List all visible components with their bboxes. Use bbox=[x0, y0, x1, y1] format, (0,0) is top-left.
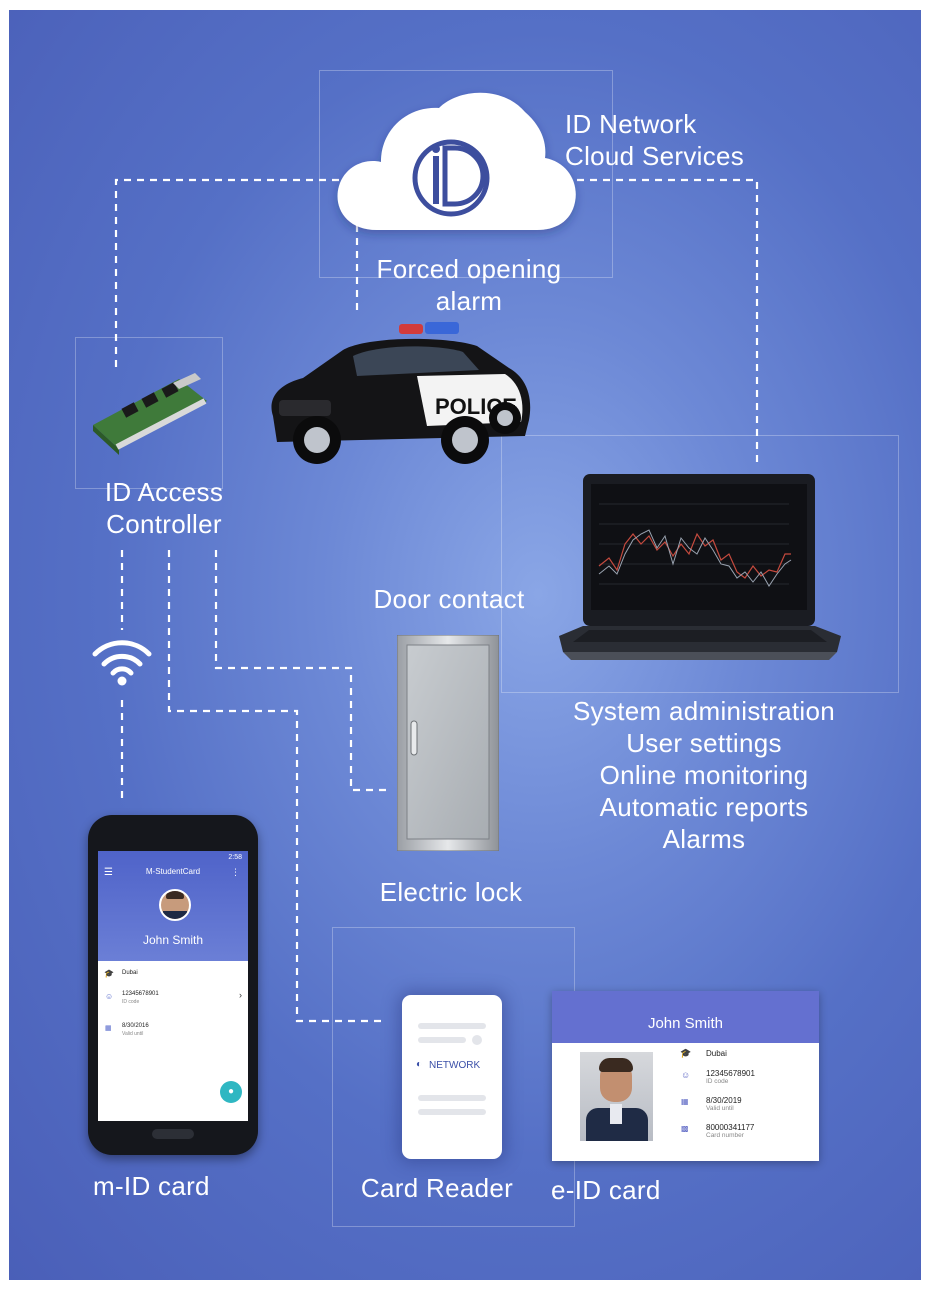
connection-lines bbox=[114, 178, 759, 1023]
alarm-label-line1: Forced opening bbox=[376, 254, 562, 284]
controller-reader-link bbox=[167, 550, 384, 1023]
mobile-row-sub: Valid until bbox=[122, 1031, 144, 1037]
graduation-cap-icon: 🎓 bbox=[680, 1048, 692, 1058]
controller-board-icon bbox=[93, 373, 207, 455]
mobile-fab-button[interactable]: ● bbox=[220, 1081, 242, 1103]
eid-row-sub: ID code bbox=[706, 1078, 729, 1085]
eid-row-valid: ▦ 8/30/2019 Valid until bbox=[676, 1096, 806, 1123]
mobile-row-value: 12345678901 bbox=[122, 991, 159, 997]
laptop-feature-0: System administration bbox=[572, 696, 836, 726]
mobile-row-value: 8/30/2016 bbox=[122, 1023, 149, 1029]
mobile-overflow-icon[interactable]: ⋮ bbox=[231, 867, 240, 877]
mobile-row-id: ☺ 12345678901 ID code › bbox=[98, 989, 248, 1021]
mobile-label: m-ID card bbox=[93, 1171, 210, 1201]
mobile-row-valid: ▦ 8/30/2016 Valid until bbox=[98, 1021, 248, 1051]
laptop-feature-2: Online monitoring bbox=[599, 760, 809, 790]
calendar-icon: ▦ bbox=[105, 1025, 112, 1032]
mobile-row-location: 🎓 Dubai bbox=[98, 967, 248, 989]
eid-row-location: 🎓 Dubai bbox=[676, 1047, 806, 1069]
mobile-screen: 2:58 ☰ M-StudentCard ⋮ John Smith 🎓 Duba… bbox=[98, 851, 248, 1121]
laptop-frame bbox=[501, 435, 899, 693]
cloud-controller-link bbox=[114, 178, 339, 368]
eid-row-sub: Card number bbox=[706, 1132, 744, 1139]
diagram-canvas: ID Network Cloud Services Forced opening… bbox=[9, 10, 921, 1280]
controller-label-line1: ID Access bbox=[104, 477, 224, 507]
mobile-app-title: M-StudentCard bbox=[145, 867, 201, 876]
eid-row-sub: Valid until bbox=[706, 1105, 734, 1112]
mobile-row-sub: ID code bbox=[122, 999, 140, 1005]
eid-row-value: Dubai bbox=[706, 1049, 727, 1058]
mobile-user-name: John Smith bbox=[142, 933, 204, 947]
cloud-frame bbox=[319, 70, 613, 278]
mobile-avatar bbox=[159, 889, 191, 921]
cloud-laptop-link bbox=[564, 178, 759, 462]
person-icon: ☺ bbox=[105, 992, 114, 1001]
door-icon bbox=[397, 635, 499, 851]
bus-icon: ▩ bbox=[681, 1124, 689, 1133]
calendar-icon: ▦ bbox=[681, 1097, 689, 1106]
wifi-icon bbox=[92, 640, 152, 686]
reader-brand: NETWORK bbox=[429, 1060, 481, 1071]
police-car-icon: POLICE bbox=[271, 322, 531, 464]
graduation-cap-icon: 🎓 bbox=[104, 969, 114, 978]
chevron-right-icon[interactable]: › bbox=[239, 990, 242, 1000]
eid-info-list: 🎓 Dubai ☺ 12345678901 ID code ▦ 8/30/201… bbox=[676, 1047, 806, 1150]
reader-logo-icon: ◐ bbox=[416, 1059, 423, 1070]
mobile-row-value: Dubai bbox=[122, 970, 138, 976]
home-button[interactable] bbox=[152, 1129, 194, 1139]
eid-row-card-number: ▩ 80000341177 Card number bbox=[676, 1123, 806, 1150]
eid-header: John Smith bbox=[552, 991, 819, 1043]
card-reader-label: Card Reader bbox=[360, 1173, 514, 1203]
cloud-title-line1: ID Network bbox=[565, 109, 697, 139]
card-reader-device: ◐ NETWORK bbox=[402, 995, 502, 1159]
mobile-status-time: 2:58 bbox=[228, 854, 242, 861]
cloud-icon bbox=[337, 92, 576, 230]
alarm-label-line2: alarm bbox=[435, 286, 503, 316]
eid-card: John Smith 🎓 Dubai ☺ 12345678901 ID code… bbox=[552, 991, 819, 1161]
eid-label: e-ID card bbox=[551, 1175, 661, 1205]
laptop-icon bbox=[559, 474, 841, 660]
mobile-phone: 2:58 ☰ M-StudentCard ⋮ John Smith 🎓 Duba… bbox=[88, 815, 258, 1155]
controller-frame bbox=[75, 337, 223, 489]
eid-photo bbox=[580, 1052, 653, 1141]
cloud-title-line2: Cloud Services bbox=[565, 141, 745, 171]
eid-row-value: 8/30/2019 bbox=[706, 1096, 742, 1105]
eid-row-id: ☺ 12345678901 ID code bbox=[676, 1069, 806, 1096]
laptop-feature-3: Automatic reports bbox=[599, 792, 809, 822]
eid-name: John Smith bbox=[647, 1015, 724, 1032]
laptop-feature-1: User settings bbox=[626, 728, 782, 758]
mobile-menu-icon[interactable]: ☰ bbox=[104, 867, 113, 878]
mobile-header: 2:58 ☰ M-StudentCard ⋮ John Smith bbox=[98, 851, 248, 961]
controller-door-link bbox=[214, 550, 389, 792]
electric-lock-label: Electric lock bbox=[379, 877, 523, 907]
eid-row-value: 12345678901 bbox=[706, 1069, 755, 1078]
controller-label-line2: Controller bbox=[106, 509, 222, 539]
person-icon: ☺ bbox=[681, 1070, 691, 1080]
eid-row-value: 80000341177 bbox=[706, 1123, 755, 1132]
mobile-info-list: 🎓 Dubai ☺ 12345678901 ID code › ▦ 8/30/2… bbox=[98, 967, 248, 1051]
laptop-feature-4: Alarms bbox=[662, 824, 746, 854]
door-contact-label: Door contact bbox=[373, 584, 525, 614]
